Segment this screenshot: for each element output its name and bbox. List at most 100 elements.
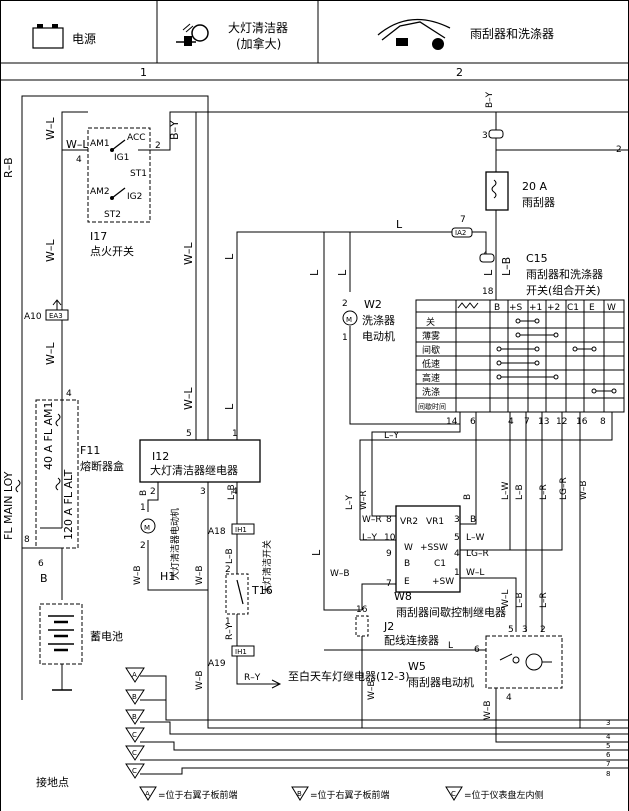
ground-letter-1: A xyxy=(132,671,137,679)
combo-pin-13: 13 xyxy=(538,417,549,427)
battery-header-icon xyxy=(32,24,64,49)
connector-ia2: IA2 xyxy=(455,229,466,237)
ground-letter-3: B xyxy=(132,713,137,721)
relay-i12: I12 大灯清洁器继电器 xyxy=(139,439,261,483)
wire-l-w-2: L–W xyxy=(466,533,485,543)
fuse-main-label: FL MAIN LOY xyxy=(2,471,15,540)
ground-line-5: 5 xyxy=(606,742,610,750)
pin-7-connector: 7 xyxy=(460,215,466,225)
wire-r-b xyxy=(21,95,209,700)
combo-switch-pin-18: 18 xyxy=(482,287,494,297)
combo-switch-name-1: 雨刮器和洗涤器 xyxy=(526,267,603,281)
switch-t16-pin-2: 2 xyxy=(225,565,231,575)
wire-l-y-1: L–Y xyxy=(384,431,400,441)
legend-ground-c-icon xyxy=(445,786,463,801)
relay-w8-ssw: +SSW xyxy=(420,543,448,553)
wire-l-y-2: L–Y xyxy=(345,494,355,510)
washer-pin-1: 1 xyxy=(342,333,348,343)
wire-l-top: L xyxy=(396,218,403,231)
ground-letter-6: C xyxy=(132,767,137,775)
wire-b-motor-top: B xyxy=(139,490,149,496)
legend-ground-a-icon xyxy=(139,786,157,801)
ground-letter-4: C xyxy=(132,731,137,739)
fuse-20a-rating: 20 A xyxy=(522,180,547,193)
relay-i12-pin-2: 2 xyxy=(150,487,156,497)
connector-a18: A18 xyxy=(208,527,226,537)
wire-l-b-3: L–B xyxy=(515,484,525,500)
wire-w-l-label-6: W–L xyxy=(182,387,195,410)
wiper-motor-name: 雨刮器电动机 xyxy=(408,675,474,689)
combo-row-wash: 洗涤 xyxy=(422,386,440,398)
wire-l-label-2: L xyxy=(223,403,236,410)
combo-header-b: B xyxy=(494,303,500,313)
wire-lg-r-1: LG–R xyxy=(559,477,569,500)
wire-w-b-j2: W–B xyxy=(367,680,377,700)
combo-pin-6: 6 xyxy=(470,417,476,427)
combo-switch-table xyxy=(415,299,625,413)
w8-pin-5: 5 xyxy=(454,533,460,543)
combo-row-inttime: 间歇时间 xyxy=(418,402,446,411)
j2-pin-16: 16 xyxy=(356,605,368,615)
ground-line-4: 4 xyxy=(606,733,611,741)
ignition-switch-i17: AM1 ACC IG1 ST1 AM2 IG2 ST2 xyxy=(87,127,151,223)
wire-w-l-label-1: W–L xyxy=(44,117,57,140)
combo-row-low: 低速 xyxy=(422,358,440,370)
combo-pin-16: 16 xyxy=(576,417,588,427)
w8-pin-8: 8 xyxy=(386,515,392,525)
wire-w-b-w8: W–B xyxy=(330,569,350,579)
wire-w-b-ground: W–B xyxy=(195,670,205,690)
wire-w-l-w8: W–L xyxy=(466,568,484,578)
legend-b: =位于右翼子板前端 xyxy=(310,789,390,801)
relay-i12-pin-3: 3 xyxy=(200,487,206,497)
header-wiper-washer-label: 雨刮器和洗涤器 xyxy=(470,27,554,41)
switch-t16-name: 大灯清洁开关 xyxy=(261,540,273,594)
relay-i12-id: I12 xyxy=(152,450,169,463)
fuse-am1: 40 A FL AM1 xyxy=(42,402,55,470)
combo-switch-id: C15 xyxy=(526,252,548,265)
wire-l-b-1: L–B xyxy=(227,484,237,500)
fuse-box-id: F11 xyxy=(80,444,100,457)
w8-pin-3: 3 xyxy=(454,515,460,525)
fuse-pin-6: 6 xyxy=(38,559,44,569)
wire-l-b-right: L–B xyxy=(500,257,513,276)
combo-row-int: 间歇 xyxy=(422,344,440,356)
daytime-relay-destination: 至白天车灯继电器(12-3) xyxy=(288,669,410,683)
connector-a10-label: A10 xyxy=(24,312,42,322)
motor-pin-4: 4 xyxy=(506,693,512,703)
combo-header-2: +2 xyxy=(547,303,560,313)
combo-pin-4: 4 xyxy=(508,417,514,427)
relay-i12-pin-5: 5 xyxy=(186,429,192,439)
header-headlamp-cleaner-label: 大灯清洁器 xyxy=(228,21,288,35)
motor-pin-5: 5 xyxy=(508,625,514,635)
washer-m: M xyxy=(346,316,352,324)
wire-r-y-1: R–Y xyxy=(225,623,235,640)
combo-row-mist: 薄雾 xyxy=(422,330,440,342)
ignition-name: 点火开关 xyxy=(90,244,134,258)
j2-id: J2 xyxy=(383,620,394,633)
wire-l-lower: L xyxy=(310,549,323,556)
wire-l-right: L xyxy=(482,269,495,276)
wire-r-y-2: R–Y xyxy=(244,673,261,683)
combo-header-w: W xyxy=(607,303,616,313)
relay-w8-c1: C1 xyxy=(434,559,446,569)
connector-ih1-bottom: IH1 xyxy=(235,648,247,656)
wire-l-left: L xyxy=(308,269,321,276)
headlamp-cleaner-motor-h1: M xyxy=(140,518,156,534)
combo-header-s: +S xyxy=(509,303,523,313)
wire-l-y-3: L–Y xyxy=(362,533,378,543)
wire-b-y-right: B–Y xyxy=(485,91,495,108)
fuse-pin-4: 4 xyxy=(66,389,72,399)
fuse-box-name: 熔断器盒 xyxy=(80,459,124,473)
wire-l-b-2: L–B xyxy=(225,548,235,564)
relay-i12-name: 大灯清洁器继电器 xyxy=(150,463,238,477)
relay-i12-pin-1: 1 xyxy=(232,429,238,439)
ground-letter-2: B xyxy=(132,693,137,701)
combo-header-e: E xyxy=(589,303,595,313)
motor-h1-m: M xyxy=(144,524,150,532)
connector-3-right xyxy=(488,129,504,139)
connector-a10: EA3 A10 xyxy=(24,299,69,322)
pin-3-right: 3 xyxy=(482,131,488,141)
ignition-pin-2: 2 xyxy=(155,141,161,151)
legend-a: =位于右翼子板前端 xyxy=(158,789,238,801)
